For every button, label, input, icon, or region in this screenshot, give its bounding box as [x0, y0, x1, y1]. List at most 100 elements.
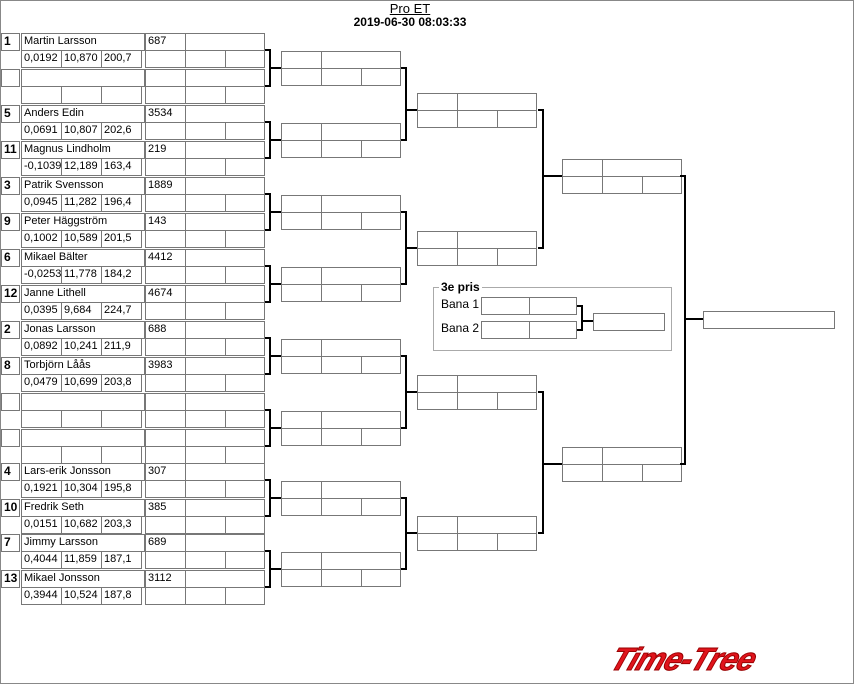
racer-name: Patrik Svensson [21, 177, 145, 195]
reaction-time: 0,0395 [21, 302, 62, 320]
elapsed-time: 11,282 [61, 194, 102, 212]
seed-number: 12 [1, 285, 20, 303]
result-field[interactable] [225, 480, 265, 498]
speed [101, 410, 142, 428]
elapsed-time: 12,189 [61, 158, 102, 176]
timestamp: 2019-06-30 08:03:33 [353, 15, 467, 29]
round2-field[interactable] [361, 569, 401, 587]
round2-field[interactable] [361, 356, 401, 374]
round3-field[interactable] [497, 533, 537, 551]
bracket-connector [265, 337, 281, 375]
speed: 202,6 [101, 122, 142, 140]
seed-number: 2 [1, 321, 20, 339]
third-place-label: 3e pris [439, 280, 482, 294]
seed-number: 5 [1, 105, 20, 123]
round2-field[interactable] [361, 140, 401, 158]
elapsed-time: 10,699 [61, 374, 102, 392]
racer-number: 3983 [145, 357, 186, 375]
racer-name: Martin Larsson [21, 33, 145, 51]
elapsed-time: 10,807 [61, 122, 102, 140]
result-field[interactable] [225, 50, 265, 68]
seed-number [1, 393, 20, 411]
bracket-connector [265, 479, 281, 517]
speed: 184,2 [101, 266, 142, 284]
racer-name: Peter Häggström [21, 213, 145, 231]
result-field[interactable] [225, 551, 265, 569]
seed-number: 9 [1, 213, 20, 231]
round4-field[interactable] [642, 464, 682, 482]
bracket-connector [401, 355, 417, 429]
racer-name: Lars-erik Jonsson [21, 463, 145, 481]
elapsed-time: 11,778 [61, 266, 102, 284]
elapsed-time: 10,304 [61, 480, 102, 498]
third-place-group [433, 287, 672, 351]
seed-number: 3 [1, 177, 20, 195]
speed: 187,1 [101, 551, 142, 569]
bracket-connector [265, 121, 281, 159]
seed-number: 4 [1, 463, 20, 481]
third-place-winner-field[interactable] [593, 313, 665, 331]
speed: 187,8 [101, 587, 142, 605]
elapsed-time: 10,589 [61, 230, 102, 248]
lane1-field[interactable] [529, 297, 577, 315]
round4-field[interactable] [642, 176, 682, 194]
round2-field[interactable] [361, 212, 401, 230]
result-field[interactable] [225, 410, 265, 428]
result-field[interactable] [225, 194, 265, 212]
seed-number: 6 [1, 249, 20, 267]
result-field[interactable] [225, 374, 265, 392]
racer-name: Janne Lithell [21, 285, 145, 303]
bracket-connector [538, 109, 562, 249]
seed-number: 13 [1, 570, 20, 588]
round2-field[interactable] [361, 284, 401, 302]
result-field[interactable] [225, 266, 265, 284]
speed: 201,5 [101, 230, 142, 248]
result-field[interactable] [225, 338, 265, 356]
bracket-connector [265, 49, 281, 87]
result-field[interactable] [225, 587, 265, 605]
seed-number [1, 69, 20, 87]
round2-field[interactable] [361, 428, 401, 446]
reaction-time: 0,0151 [21, 516, 62, 534]
speed [101, 86, 142, 104]
reaction-time: 0,4044 [21, 551, 62, 569]
time-tree-logo: Time-Tree [605, 641, 762, 678]
seed-number [1, 429, 20, 447]
elapsed-time: 10,524 [61, 587, 102, 605]
lane2-field[interactable] [529, 321, 577, 339]
result-field[interactable] [225, 302, 265, 320]
racer-name: Fredrik Seth [21, 499, 145, 517]
result-field[interactable] [225, 230, 265, 248]
reaction-time: 0,1002 [21, 230, 62, 248]
result-field[interactable] [225, 516, 265, 534]
lane1-label: Bana 1 [441, 297, 480, 311]
seed-number: 10 [1, 499, 20, 517]
bracket-connector [265, 265, 281, 303]
elapsed-time: 11,859 [61, 551, 102, 569]
round3-field[interactable] [497, 110, 537, 128]
speed: 196,4 [101, 194, 142, 212]
seed-number: 8 [1, 357, 20, 375]
bracket-connector [577, 305, 593, 331]
result-field[interactable] [225, 158, 265, 176]
final-winner-field[interactable] [703, 311, 835, 329]
page-title: Pro ET [389, 1, 431, 16]
round2-field[interactable] [361, 498, 401, 516]
speed: 203,3 [101, 516, 142, 534]
result-field[interactable] [225, 122, 265, 140]
round3-field[interactable] [497, 248, 537, 266]
speed: 211,9 [101, 338, 142, 356]
seed-number: 11 [1, 141, 20, 159]
bracket-connector [265, 193, 281, 231]
speed: 163,4 [101, 158, 142, 176]
seed-number: 1 [1, 33, 20, 51]
round3-field[interactable] [497, 392, 537, 410]
round2-field[interactable] [361, 68, 401, 86]
speed: 224,7 [101, 302, 142, 320]
result-field[interactable] [225, 86, 265, 104]
bracket-connector [265, 550, 281, 588]
racer-number: 4674 [145, 285, 186, 303]
bracket-connector [401, 497, 417, 570]
